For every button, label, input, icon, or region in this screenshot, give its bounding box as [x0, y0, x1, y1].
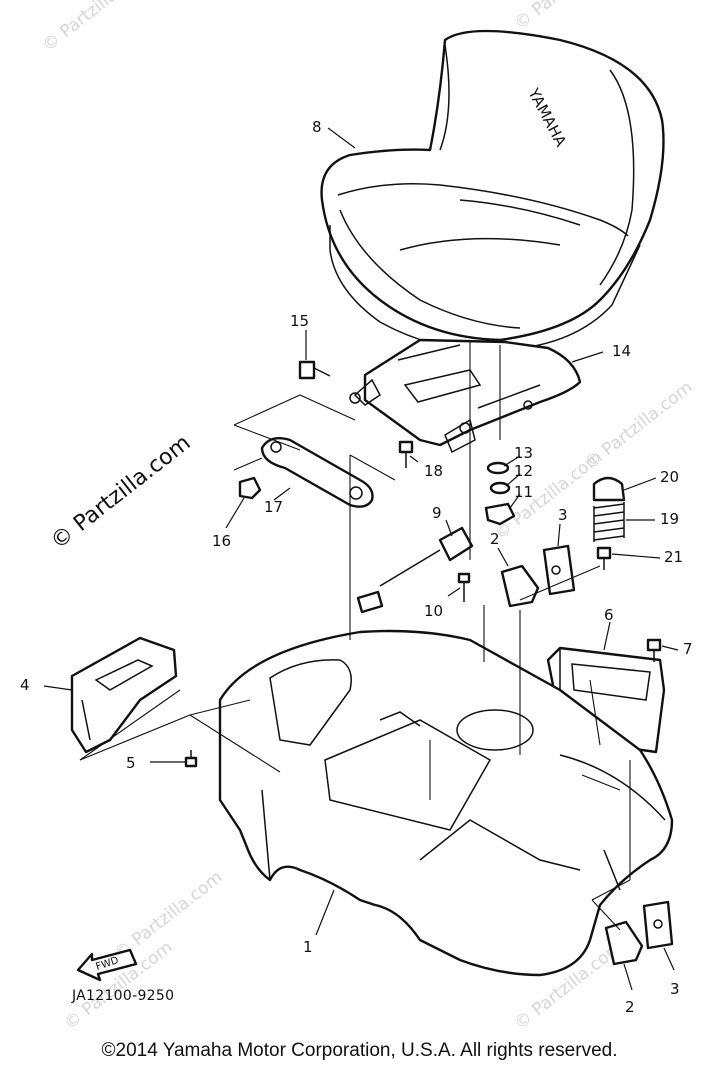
- part-5-screw: [184, 750, 198, 768]
- part-16-nut: [238, 476, 262, 500]
- rear-fender: [218, 629, 674, 977]
- part-18-bolt: [398, 440, 414, 468]
- callout-18: 18: [424, 462, 443, 480]
- seat-bracket: [349, 338, 582, 454]
- callout-4: 4: [20, 676, 30, 694]
- seat: YAMAHA: [320, 29, 665, 352]
- part-15-bolt: [298, 360, 331, 380]
- callout-3-lower: 3: [670, 980, 680, 998]
- part-10-bolt: [457, 572, 471, 602]
- callout-5: 5: [126, 754, 136, 772]
- callout-13: 13: [514, 444, 533, 462]
- callout-11: 11: [514, 483, 533, 501]
- callout-12: 12: [514, 462, 533, 480]
- assembly-guides: [79, 340, 631, 931]
- callout-8: 8: [312, 118, 322, 136]
- callout-2-upper: 2: [490, 530, 500, 548]
- part-3-damper-upper: [542, 544, 576, 596]
- watermark-top-right: © Partzilla.com: [511, 0, 627, 34]
- callout-6: 6: [604, 606, 614, 624]
- watermark-right: © Partzilla.com: [581, 377, 697, 474]
- part-17-link: [260, 437, 374, 508]
- callout-7: 7: [683, 640, 693, 658]
- callout-2-lower: 2: [625, 998, 635, 1016]
- part-20-cap: [592, 476, 626, 502]
- callout-21: 21: [664, 548, 683, 566]
- callout-1: 1: [303, 938, 313, 956]
- drawing-code: JA12100-9250: [72, 988, 175, 1004]
- part-2-damper-lower: [604, 920, 644, 966]
- callout-15: 15: [290, 312, 309, 330]
- callout-20: 20: [660, 468, 679, 486]
- fwd-arrow-icon: FWD: [76, 948, 138, 982]
- part-4-panel: [70, 636, 178, 754]
- callout-10: 10: [424, 602, 443, 620]
- callout-3-upper: 3: [558, 506, 568, 524]
- watermark-top-left: © Partzilla.com: [39, 0, 155, 56]
- part-19-spring: [593, 502, 625, 542]
- copyright-notice: ©2014 Yamaha Motor Corporation, U.S.A. A…: [101, 1040, 618, 1061]
- leader-lines: [43, 127, 679, 991]
- washer-stack: [484, 461, 516, 526]
- callout-numbers: 8 14 15 18 13 12 11 9 10 17 16 20 19 21 …: [20, 118, 693, 1016]
- part-3-damper-lower: [642, 900, 674, 950]
- callout-19: 19: [660, 510, 679, 528]
- part-21-bolt: [596, 546, 612, 570]
- callout-9: 9: [432, 504, 442, 522]
- callout-16: 16: [212, 532, 231, 550]
- callout-17: 17: [264, 498, 283, 516]
- callout-14: 14: [612, 342, 631, 360]
- watermark-main: © Partzilla.com: [46, 431, 195, 555]
- part-9-latch: [356, 526, 474, 614]
- part-7-bolt: [646, 638, 662, 662]
